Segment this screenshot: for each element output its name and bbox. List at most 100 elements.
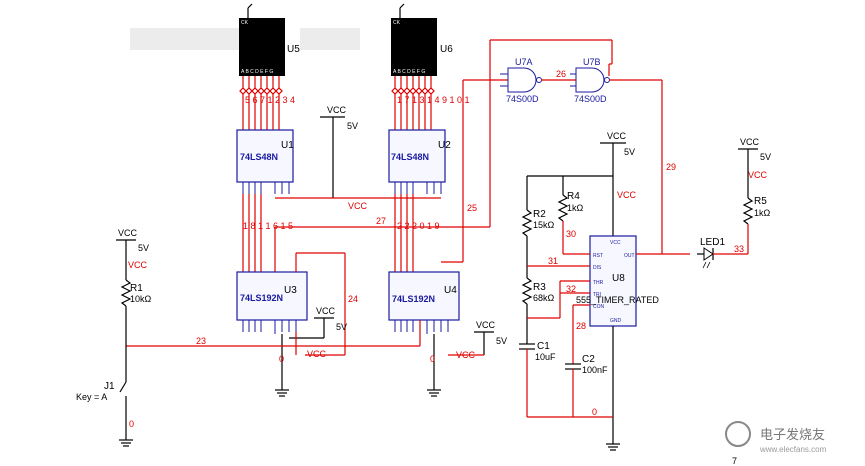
vcc-u4-volts: 5V xyxy=(496,336,507,346)
led-led1: LED1 33 xyxy=(697,237,748,269)
gate-u7b-part: 74S00D xyxy=(574,94,607,104)
counter-u3-part: 74LS192N xyxy=(240,293,283,303)
u6-bus-label: 1 7 1 3 1 4 9 1 0 1 xyxy=(397,95,470,105)
vcc-r5: VCC 5V VCC xyxy=(738,137,771,198)
vcc-u8-label: VCC xyxy=(607,131,627,141)
vcc-decoders-volts: 5V xyxy=(347,121,358,131)
net-31: 31 xyxy=(527,256,590,267)
vcc-r1-net: VCC xyxy=(128,260,148,270)
ground-u4: 0 xyxy=(427,334,441,397)
net-29-label: 29 xyxy=(666,162,676,172)
ground-u8-net: 0 xyxy=(592,407,597,417)
ground-u3: 0 xyxy=(275,334,289,397)
gate-u7a-ref: U7A xyxy=(515,57,533,67)
u4-bus-label: 2 2 2 0 1 9 xyxy=(397,221,440,231)
decoder-u1-part: 74LS48N xyxy=(240,152,278,162)
net-30-label: 30 xyxy=(566,229,576,239)
u5-pin-connectors: 5 6 7 1 2 3 4 xyxy=(239,76,295,130)
capacitor-c2: 28 C2 100nF xyxy=(565,304,608,417)
u3-bus-label: 1 8 1 1 6 1 5 xyxy=(243,221,293,231)
net-26-label: 26 xyxy=(556,69,566,79)
decoder-u2-part: 74LS48N xyxy=(391,152,429,162)
switch-j1-ref: J1 xyxy=(104,381,115,392)
bus-u3-u1: 1 8 1 1 6 1 5 xyxy=(242,194,293,272)
timer-u8-ref: U8 xyxy=(612,273,625,284)
ground-u8: 0 xyxy=(527,326,620,451)
vcc-r1-label: VCC xyxy=(118,228,138,238)
counter-u4-ref: U4 xyxy=(444,285,457,296)
net-24: 24 xyxy=(295,252,358,356)
watermark: 电子发烧友 www.elecfans.com xyxy=(725,421,827,454)
display-u6-ck-label: CK xyxy=(393,20,401,26)
capacitor-c1-ref: C1 xyxy=(537,341,550,352)
counter-u4: 74LS192N U4 xyxy=(388,271,460,334)
vcc-u3: VCC 5V VCC xyxy=(289,306,347,359)
bus-u4-u2: 2 2 2 0 1 9 xyxy=(394,194,440,272)
resistor-r1-ref: R1 xyxy=(130,283,143,294)
u6-pin-connectors: 1 7 1 3 1 4 9 1 0 1 xyxy=(391,76,470,130)
net-26: 26 xyxy=(541,69,576,81)
vcc-u8-net: VCC xyxy=(617,190,637,200)
vcc-u4-label: VCC xyxy=(476,320,496,330)
rail-left-555 xyxy=(526,175,563,210)
ground-u4-net: 0 xyxy=(430,354,435,364)
vcc-decoders-label: VCC xyxy=(327,105,347,115)
ground-u3-net: 0 xyxy=(279,354,284,364)
capacitor-c2-value: 100nF xyxy=(582,365,608,375)
resistor-r4-value: 1kΩ xyxy=(567,203,584,213)
resistor-r1: R1 10kΩ xyxy=(120,279,152,346)
vcc-r5-label: VCC xyxy=(740,137,760,147)
resistor-r1-value: 10kΩ xyxy=(130,294,152,304)
display-u5-ck-label: CK xyxy=(241,20,249,26)
counter-u3-ref: U3 xyxy=(284,285,297,296)
vcc-u3-net: VCC xyxy=(307,349,327,359)
resistor-r2: R2 15kΩ xyxy=(521,209,555,278)
vcc-u4-net: VCC xyxy=(456,350,476,360)
display-u5-pin-labels: A B C D E F G xyxy=(241,69,273,75)
vcc-u8-volts: 5V xyxy=(624,147,635,157)
decoder-u1: 74LS48N U1 xyxy=(236,129,294,194)
capacitor-c2-ref: C2 xyxy=(582,354,595,365)
timer-pin-out: OUT xyxy=(624,253,635,259)
display-u6-pin-labels: A B C D E F G xyxy=(393,69,425,75)
u5-bus-label: 5 6 7 1 2 3 4 xyxy=(245,95,295,105)
timer-pin-dis: DIS xyxy=(593,265,602,271)
display-u5: CK A B C D E F G U5 xyxy=(239,3,300,76)
counter-u3: 74LS192N U3 xyxy=(236,271,308,334)
net-27: 27 xyxy=(274,39,613,272)
timer-pin-vcc: VCC xyxy=(610,240,621,246)
decoder-u2: 74LS48N U2 xyxy=(388,129,451,194)
resistor-r4-ref: R4 xyxy=(567,191,580,202)
resistor-r2-ref: R2 xyxy=(533,209,546,220)
vcc-r5-volts: 5V xyxy=(760,152,771,162)
resistor-r4: R4 1kΩ 30 xyxy=(557,175,613,255)
vcc-u8: VCC 5V VCC xyxy=(600,131,637,236)
resistor-r3: R3 68kΩ xyxy=(521,277,555,344)
resistor-r3-value: 68kΩ xyxy=(533,293,555,303)
net-27-label: 27 xyxy=(376,216,386,226)
gate-u7a-part: 74S00D xyxy=(506,94,539,104)
timer-u8: VCC RST OUT DIS THR TRI CON GND U8 555_T… xyxy=(576,235,659,327)
resistor-r2-value: 15kΩ xyxy=(533,220,555,230)
net-24-label: 24 xyxy=(348,294,358,304)
counter-u4-part: 74LS192N xyxy=(392,294,435,304)
capacitor-c1-value: 10uF xyxy=(535,352,556,362)
net-33-label: 33 xyxy=(734,244,744,254)
net-29: 29 xyxy=(609,79,676,254)
blurred-header xyxy=(130,28,360,50)
resistor-r3-ref: R3 xyxy=(533,282,546,293)
led-led1-ref: LED1 xyxy=(700,237,725,248)
resistor-r5-value: 1kΩ xyxy=(754,208,771,218)
watermark-text: 电子发烧友 xyxy=(760,427,825,442)
vcc-u3-volts: 5V xyxy=(336,322,347,332)
decoder-u1-ref: U1 xyxy=(281,140,294,151)
capacitor-c1: C1 10uF xyxy=(519,341,556,417)
net-25: 25 xyxy=(441,79,508,263)
timer-pin-gnd: GND xyxy=(610,318,622,324)
vcc-u3-label: VCC xyxy=(316,306,336,316)
display-u5-ref: U5 xyxy=(287,44,300,55)
net-25-label: 25 xyxy=(467,203,477,213)
net-31-label: 31 xyxy=(548,256,558,266)
decoder-u2-ref: U2 xyxy=(438,140,451,151)
